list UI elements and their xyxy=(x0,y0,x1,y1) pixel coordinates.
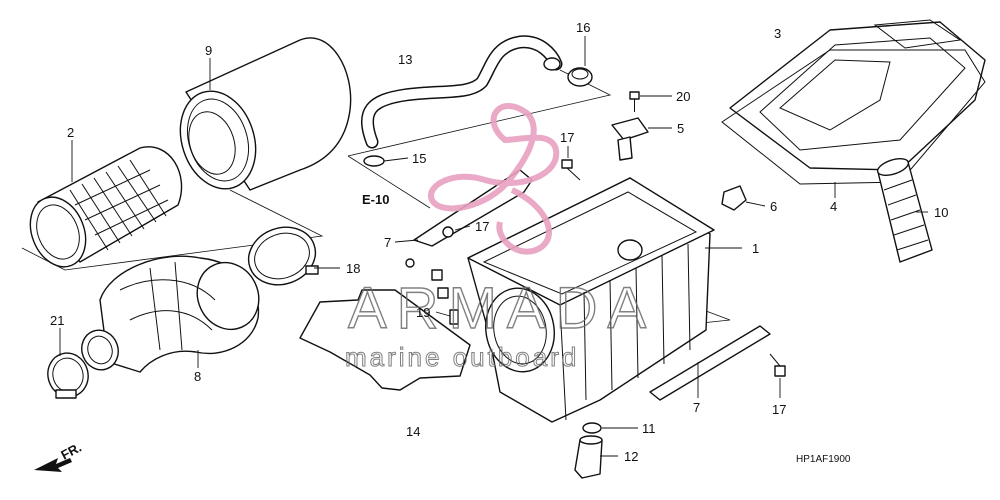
callout-8: 8 xyxy=(194,369,201,384)
mounting-bracket xyxy=(611,117,649,161)
housing-cover xyxy=(729,19,986,171)
callout-5: 5 xyxy=(677,121,684,136)
callout-11: 11 xyxy=(642,421,656,436)
callout-14: 14 xyxy=(406,424,420,439)
callout-17-middle: 17 xyxy=(475,219,489,234)
callout-16: 16 xyxy=(576,20,590,35)
tube-clip xyxy=(363,155,385,167)
intake-duct xyxy=(81,255,260,373)
callout-10: 10 xyxy=(934,205,948,220)
bolt xyxy=(629,91,640,112)
case-bracket-right xyxy=(649,325,771,401)
gasket-plate xyxy=(299,289,471,391)
callout-12: 12 xyxy=(624,449,638,464)
drain-tube xyxy=(876,158,933,263)
diagram-code: HP1AF1900 xyxy=(796,454,851,465)
callout-13: 13 xyxy=(398,52,412,67)
callout-19: 19 xyxy=(416,305,430,320)
front-direction-arrow-icon xyxy=(34,458,72,472)
callout-numbers: 9 2 13 15 16 20 5 17 17 7 18 19 21 8 14 … xyxy=(50,20,948,464)
cover-gasket xyxy=(721,49,986,185)
watermark-brand: ARMADA xyxy=(348,276,656,341)
leader-lines xyxy=(59,36,928,457)
grommet xyxy=(567,67,593,87)
drain-plug xyxy=(574,435,603,479)
callout-6: 6 xyxy=(770,199,777,214)
callout-20: 20 xyxy=(676,89,690,104)
direction-label: FR. xyxy=(58,440,84,463)
callout-1: 1 xyxy=(752,241,759,256)
screw-upper xyxy=(561,159,581,181)
side-clip xyxy=(721,185,747,211)
callout-9: 9 xyxy=(205,43,212,58)
callout-17-lower: 17 xyxy=(772,402,786,417)
callout-4: 4 xyxy=(830,199,837,214)
callout-15: 15 xyxy=(412,151,426,166)
drain-clip xyxy=(582,422,602,434)
watermark-logo xyxy=(428,102,560,255)
screw-lower xyxy=(769,353,786,377)
air-cleaner-case xyxy=(467,177,715,423)
callout-2: 2 xyxy=(67,125,74,140)
outer-filter-cover xyxy=(179,37,352,191)
callout-18: 18 xyxy=(346,261,360,276)
air-filter-element xyxy=(29,146,183,268)
callout-7-left: 7 xyxy=(384,235,391,250)
breather-tube xyxy=(361,35,563,149)
callout-7-right: 7 xyxy=(693,400,700,415)
callout-17-upper: 17 xyxy=(560,130,574,145)
watermark-tagline: marine outboard xyxy=(345,342,579,372)
hose-clamp xyxy=(247,226,319,286)
callout-3: 3 xyxy=(774,26,781,41)
small-clips xyxy=(405,258,459,325)
band-clamp xyxy=(47,352,89,399)
reference-label: E-10 xyxy=(362,192,389,207)
callout-21: 21 xyxy=(50,313,64,328)
